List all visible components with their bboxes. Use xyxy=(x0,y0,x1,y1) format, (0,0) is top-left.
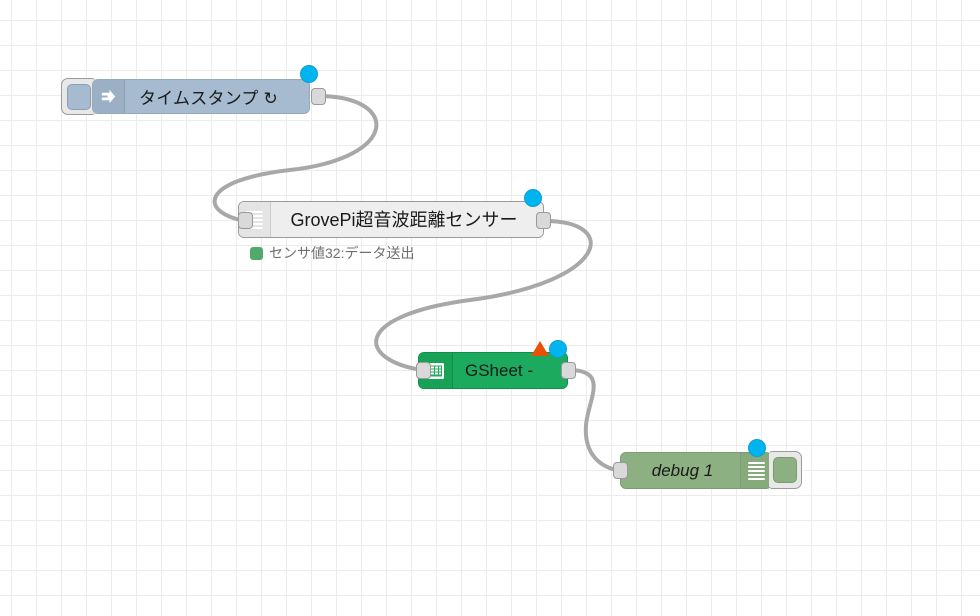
debug-toggle-button[interactable] xyxy=(769,451,802,489)
wire-gsheet-to-debug[interactable] xyxy=(567,368,624,473)
gsheet-warning-icon xyxy=(531,341,549,356)
debug-selected-indicator xyxy=(748,439,766,457)
debug-input-port[interactable] xyxy=(613,462,628,479)
gsheet-input-port[interactable] xyxy=(416,362,431,379)
arrow-right-icon xyxy=(93,80,125,113)
inject-button-knob xyxy=(66,83,91,110)
node-gsheet-label: GSheet - xyxy=(465,361,534,380)
grovepi-output-port[interactable] xyxy=(536,212,551,229)
gsheet-selected-indicator xyxy=(549,340,567,358)
node-gsheet[interactable]: GSheet - xyxy=(418,352,568,389)
grovepi-input-port[interactable] xyxy=(238,212,253,229)
status-shape-dot xyxy=(250,246,263,260)
node-debug[interactable]: debug 1 xyxy=(620,452,772,489)
grovepi-selected-indicator xyxy=(524,189,542,207)
node-debug-label: debug 1 xyxy=(651,461,714,480)
node-grovepi[interactable]: GrovePi超音波距離センサー xyxy=(238,201,544,238)
grovepi-status-text: センサ値32:データ送出 xyxy=(269,245,415,261)
node-grovepi-label: GrovePi超音波距離センサー xyxy=(290,209,518,230)
node-inject-label: タイムスタンプ ↻ xyxy=(139,89,278,108)
grovepi-status: センサ値32:データ送出 xyxy=(250,243,414,263)
inject-selected-indicator xyxy=(300,65,318,83)
inject-trigger-button[interactable] xyxy=(61,78,95,115)
node-inject[interactable]: タイムスタンプ ↻ xyxy=(92,79,310,114)
inject-output-port[interactable] xyxy=(311,88,326,105)
menu-stripes-icon xyxy=(740,453,771,488)
debug-button-knob xyxy=(773,457,797,483)
gsheet-output-port[interactable] xyxy=(561,362,576,379)
